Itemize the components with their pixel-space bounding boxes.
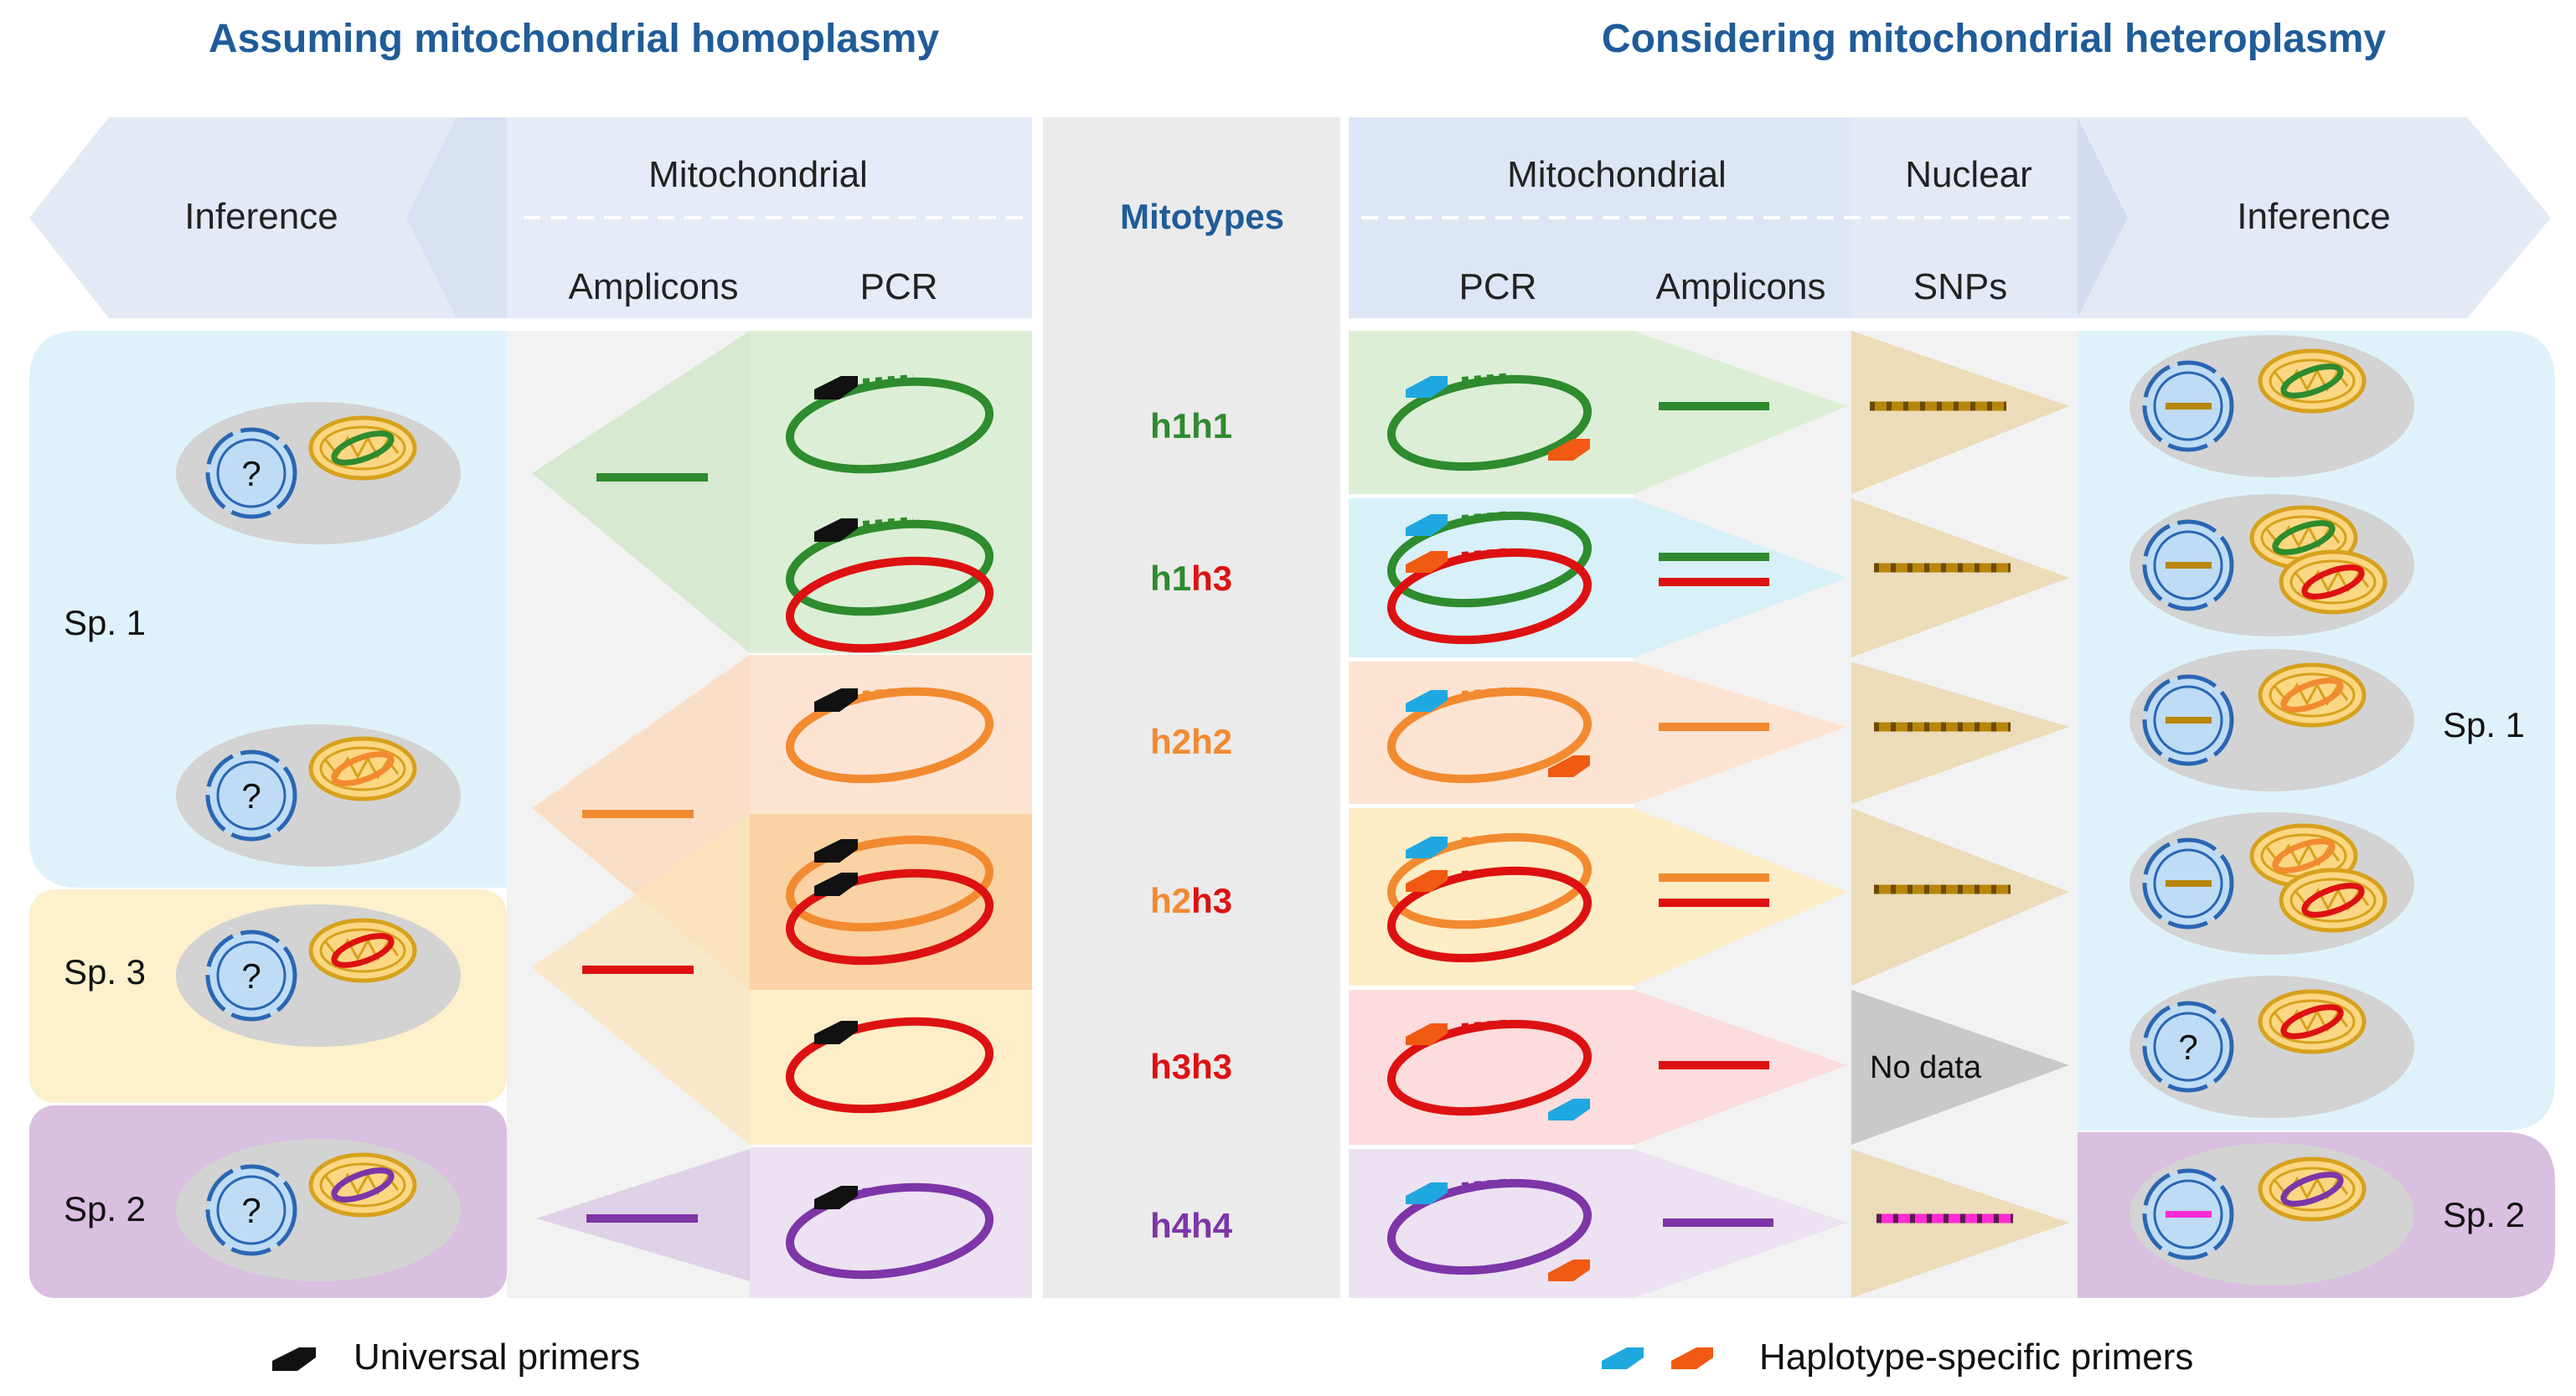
right-cell-4 (2129, 812, 2414, 955)
right-cell-2 (2129, 494, 2414, 636)
rpcr-bg-6 (1349, 1149, 1634, 1298)
legend-universal: Universal primers (272, 1337, 640, 1378)
left-inference-header: Inference (184, 196, 338, 237)
left-pcr-header: PCR (860, 266, 938, 307)
left-sp1-label: Sp. 1 (64, 603, 146, 642)
right-title: Considering mitochondrial heteroplasmy (1602, 17, 2386, 61)
mitotype-h4h4: h4h4 (1150, 1206, 1233, 1245)
right-sp1-label: Sp. 1 (2443, 705, 2525, 744)
left-title: Assuming mitochondrial homoplasmy (209, 17, 939, 61)
svg-text:?: ? (2178, 1028, 2197, 1067)
snp-tri-6 (1851, 1149, 2069, 1298)
snp-tri-2 (1851, 498, 2069, 657)
pcr-h1h3-right (1386, 511, 1593, 645)
left-header (29, 117, 1032, 318)
snp-tri-4 (1851, 808, 2069, 986)
blue-primer-icon (1602, 1347, 1644, 1369)
right-mitochondrial-header: Mitochondrial (1507, 154, 1727, 195)
pcr-h3h3-left (785, 1017, 994, 1114)
pcr-h2h3-right (1386, 832, 1593, 963)
right-cell-6 (2129, 1143, 2414, 1285)
right-cell-1 (2129, 335, 2414, 477)
left-sp3-label: Sp. 3 (64, 952, 146, 992)
snp-no-data: No data (1870, 1050, 1982, 1085)
pcr-h1h3-left (785, 517, 994, 653)
right-header (1349, 117, 2551, 318)
left-amplicons-header: Amplicons (569, 266, 739, 307)
left-cell-sp3-red: ? (176, 904, 461, 1047)
orange-primer-icon (1671, 1347, 1713, 1369)
right-amplicons-header: Amplicons (1656, 266, 1826, 307)
mitotype-h1h1: h1h1 (1150, 406, 1232, 446)
right-snps-header: SNPs (1913, 266, 2007, 307)
pcr-h1h1-left (785, 374, 994, 474)
ramp-tri-4 (1634, 808, 1847, 986)
right-nuclear-header: Nuclear (1905, 154, 2032, 195)
amplicon-triangle-yellow (532, 814, 750, 1145)
amplicon-triangle-green (532, 331, 750, 653)
svg-text:?: ? (241, 1191, 261, 1230)
pcr-h1h1-right (1386, 373, 1593, 471)
mitotypes-header: Mitotypes (1120, 197, 1284, 236)
mitotype-column-bg (1043, 117, 1340, 1298)
pcr-h4h4-left (785, 1182, 994, 1280)
mitotype-h1h3: h1h3 (1150, 559, 1232, 598)
snp-bars (1870, 401, 2013, 1223)
svg-text:?: ? (241, 956, 261, 996)
right-cell-3 (2129, 649, 2414, 791)
pcr-h3h3-right (1386, 1019, 1593, 1120)
svg-text:?: ? (241, 454, 261, 493)
ramp-tri-3 (1634, 662, 1847, 804)
left-cell-sp1-green: ? (176, 402, 461, 544)
pcr-h4h4-right (1386, 1178, 1593, 1281)
mitotype-h2h3: h2h3 (1150, 881, 1232, 920)
left-sp2-label: Sp. 2 (64, 1189, 146, 1229)
mitotype-h2h2: h2h2 (1150, 722, 1232, 761)
left-mitochondrial-header: Mitochondrial (648, 154, 868, 195)
snp-tri-5 (1851, 990, 2069, 1145)
universal-primer-icon (272, 1347, 316, 1371)
snp-tri-3 (1851, 662, 2069, 804)
right-cell-5: ? (2129, 976, 2414, 1118)
snp-tri-1 (1851, 331, 2069, 494)
pcr-h2h2-left (785, 687, 994, 784)
right-sp2-label: Sp. 2 (2443, 1195, 2525, 1234)
pcr-h2h2-right (1386, 687, 1593, 784)
svg-text:?: ? (241, 776, 261, 816)
pcr-h2h3-left (785, 835, 994, 966)
snp-column (1851, 331, 2078, 1298)
left-cell-sp1-orange: ? (176, 724, 461, 867)
mitotype-h3h3: h3h3 (1150, 1047, 1232, 1086)
right-pcr-header: PCR (1459, 266, 1537, 307)
legend-universal-label: Universal primers (354, 1337, 640, 1378)
left-cell-sp2-purple: ? (176, 1139, 461, 1281)
right-inference-header: Inference (2237, 196, 2390, 237)
ramp-tri-1 (1634, 331, 1847, 494)
legend-specific: Haplotype-specific primers (1602, 1337, 2193, 1378)
legend-specific-label: Haplotype-specific primers (1759, 1337, 2193, 1378)
right-amplicon-column (1634, 331, 1851, 1298)
